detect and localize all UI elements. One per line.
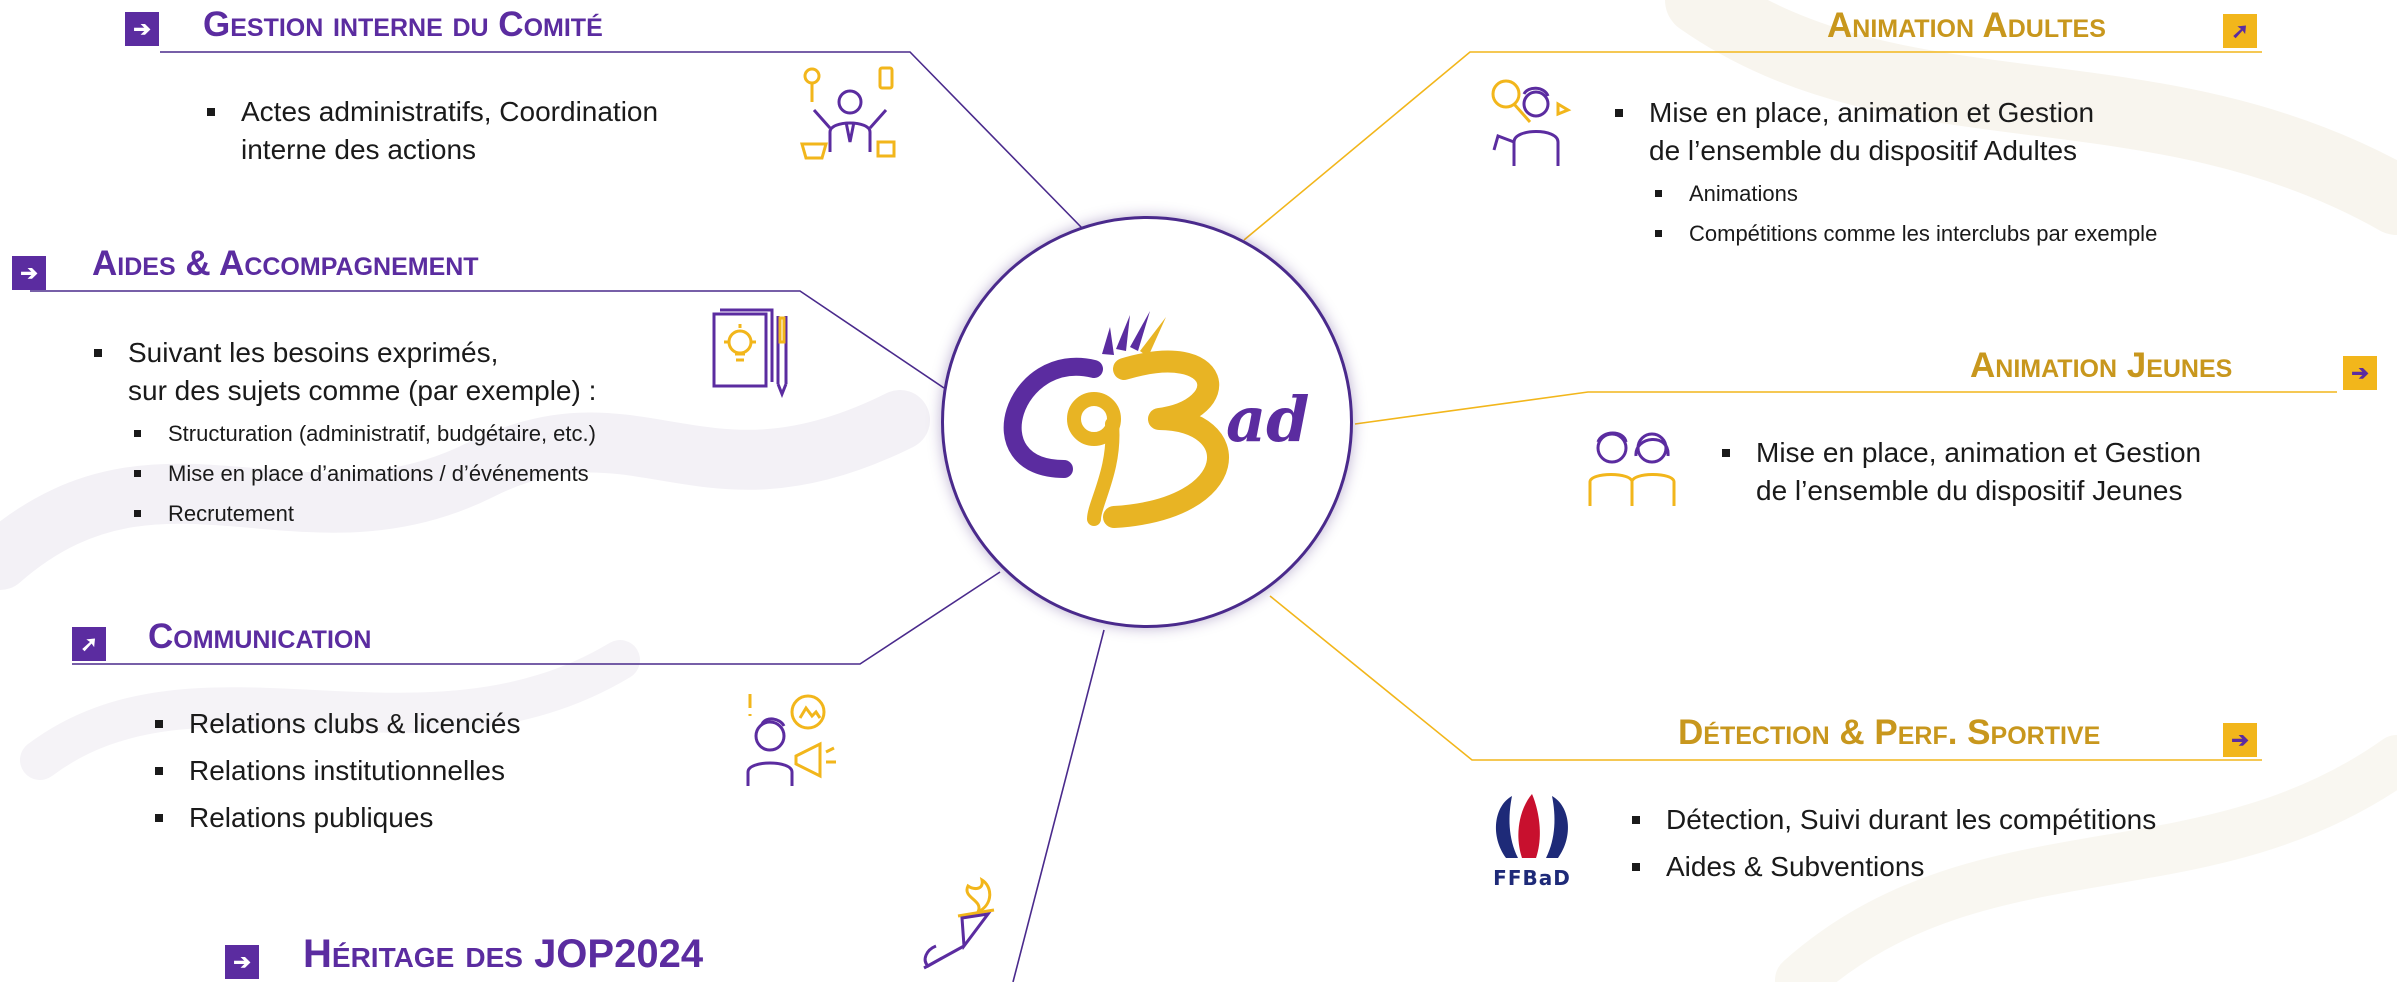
ffbad-feathers-icon — [1495, 794, 1569, 858]
connector-heritage — [1012, 629, 1105, 982]
badminton-player-icon — [1491, 79, 1572, 166]
list-item: Structuration (administratif, budgétaire… — [134, 414, 596, 454]
connector-aides — [30, 290, 945, 389]
list-item: Relations clubs & licenciés — [155, 705, 521, 743]
list-item: Relations publiques — [155, 799, 521, 837]
section-title-adultes: Animation Adultes — [1827, 6, 2106, 45]
connector-detection — [1269, 595, 2262, 761]
ffbad-logo-text: FFBaD — [1493, 866, 1571, 890]
ffbad-logo: FFBaD — [1486, 792, 1578, 890]
hub-circle: ad — [941, 216, 1353, 628]
list-item: Aides & Subventions — [1632, 848, 2156, 886]
svg-text:ad: ad — [1226, 383, 1310, 456]
idea-document-icon — [712, 308, 788, 398]
connector-jeunes — [1354, 391, 2337, 425]
list-item: Recrutement — [134, 494, 596, 534]
list-item: Animations — [1655, 174, 2157, 214]
olympic-torch-icon — [923, 876, 995, 970]
connector-adultes — [1243, 51, 2262, 241]
two-children-icon — [1588, 431, 1676, 506]
list-detection: Détection, Suivi durant les compétitions… — [1632, 801, 2156, 895]
connector-gestion — [160, 51, 1083, 229]
arrow-up-right-icon[interactable]: ➚ — [2223, 14, 2257, 48]
list-item: Compétitions comme les interclubs par ex… — [1655, 214, 2157, 254]
multitasking-person-icon — [800, 66, 896, 160]
list-item: Suivant les besoins exprimés,sur des suj… — [94, 334, 596, 410]
list-item: Détection, Suivi durant les compétitions — [1632, 801, 2156, 839]
arrow-right-icon[interactable]: ➔ — [125, 12, 159, 46]
megaphone-person-icon — [746, 694, 836, 786]
arrow-right-icon[interactable]: ➔ — [225, 945, 259, 979]
list-aides-sub: Structuration (administratif, budgétaire… — [134, 414, 596, 534]
connector-communication — [72, 571, 1001, 665]
section-title-jeunes: Animation Jeunes — [1970, 346, 2233, 385]
list-aides-intro: Suivant les besoins exprimés,sur des suj… — [94, 334, 596, 410]
section-title-gestion: Gestion interne du Comité — [203, 5, 603, 44]
section-title-heritage: Héritage des JOP2024 — [303, 932, 704, 976]
section-title-communication: Communication — [148, 617, 372, 656]
arrow-right-icon[interactable]: ➔ — [12, 256, 46, 290]
arrow-right-icon[interactable]: ➔ — [2223, 723, 2257, 757]
list-communication: Relations clubs & licenciés Relations in… — [155, 705, 521, 846]
c93bad-logo: ad — [1003, 311, 1310, 528]
list-adultes-sub: Animations Compétitions comme les interc… — [1655, 174, 2157, 254]
section-title-aides: Aides & Accompagnement — [92, 244, 479, 283]
section-title-detection: Détection & Perf. Sportive — [1678, 713, 2101, 752]
list-item: Mise en place d’animations / d’événement… — [134, 454, 596, 494]
list-item: Relations institutionnelles — [155, 752, 521, 790]
arrow-right-icon[interactable]: ➔ — [2343, 356, 2377, 390]
arrow-up-right-icon[interactable]: ➚ — [72, 627, 106, 661]
